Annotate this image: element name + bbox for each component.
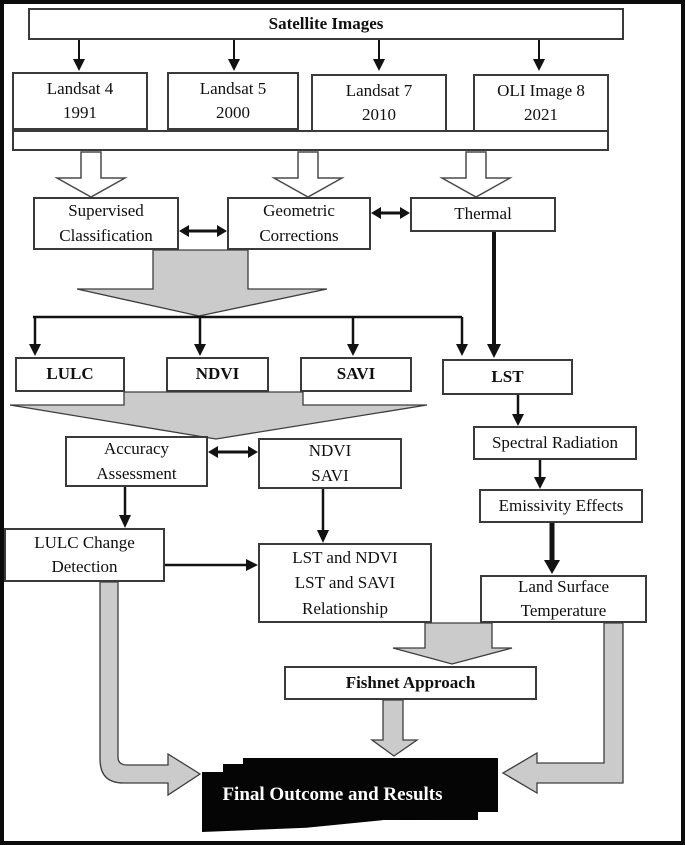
double-arrow-supervised-geometric <box>179 225 227 237</box>
double-arrow-geometric-thermal <box>371 207 410 219</box>
landsat5-name: Landsat 5 <box>199 78 267 98</box>
box-spectral-radiation: Spectral Radiation <box>473 426 637 460</box>
accuracy-line1: Accuracy <box>103 439 170 459</box>
ndvisavi-line2: SAVI <box>311 465 349 485</box>
box-fishnet-approach: Fishnet Approach <box>284 666 537 700</box>
distributor-line-arrows <box>29 315 468 356</box>
box-lst-relationship: LST and NDVI LST and SAVI Relationship <box>258 543 432 623</box>
final-outcome-label: Final Outcome and Results <box>222 784 443 805</box>
double-arrow-accuracy-ndvisavi <box>208 446 258 458</box>
box-savi: SAVI <box>300 357 412 392</box>
accuracy-line2: Assessment <box>96 463 177 483</box>
lulcchange-line1: LULC Change <box>34 532 135 552</box>
box-thermal: Thermal <box>410 197 556 232</box>
box-satellite-images-label: Satellite Images <box>268 13 384 33</box>
arrows-satellite-to-sources <box>73 40 545 71</box>
box-lulc-change-detection: LULC Change Detection <box>4 528 165 582</box>
box-satellite-images: Satellite Images <box>28 8 624 40</box>
box-landsat-4: Landsat 4 1991 <box>12 72 148 130</box>
ndvi-label: NDVI <box>195 364 240 384</box>
landsurface-line1: Land Surface <box>517 576 610 596</box>
supervised-line1: Supervised <box>68 201 144 221</box>
arrow-thermal-to-lst <box>487 232 501 358</box>
gray-arrow-fishnet-to-final <box>370 699 420 757</box>
landsat7-name: Landsat 7 <box>345 80 413 100</box>
relationship-line3: Relationship <box>302 598 388 618</box>
arrow-lulcchange-to-relationship <box>165 559 258 571</box>
gray-arrow-corrections-to-indices <box>76 249 328 317</box>
lst-label: LST <box>491 366 524 386</box>
relationship-line2: LST and SAVI <box>294 573 396 593</box>
box-supervised-classification: Supervised Classification <box>33 197 179 250</box>
gray-elbow-lulcchange-to-final <box>99 581 202 797</box>
lulc-label: LULC <box>46 364 94 384</box>
box-landsat-5: Landsat 5 2000 <box>167 72 299 130</box>
box-land-surface-temperature: Land Surface Temperature <box>480 575 647 623</box>
box-geometric-corrections: Geometric Corrections <box>227 197 371 250</box>
box-ndvi: NDVI <box>166 357 269 392</box>
hollow-block-arrows <box>54 151 513 198</box>
landsat7-year: 2010 <box>362 105 396 124</box>
box-lulc: LULC <box>15 357 125 392</box>
arrow-accuracy-to-lulcchange <box>119 487 131 528</box>
geometric-line2: Corrections <box>259 225 339 245</box>
box-accuracy-assessment: Accuracy Assessment <box>65 436 208 487</box>
thermal-label: Thermal <box>454 204 512 224</box>
supervised-line2: Classification <box>59 225 153 245</box>
arrow-spectral-to-emissivity <box>534 460 546 489</box>
box-lst: LST <box>442 359 573 395</box>
box-landsat-7: Landsat 7 2010 <box>311 74 447 132</box>
collector-bar <box>12 130 609 151</box>
spectral-label: Spectral Radiation <box>491 432 619 452</box>
arrow-lst-to-spectral <box>512 395 524 426</box>
emissivity-label: Emissivity Effects <box>498 495 624 515</box>
oli8-year: 2021 <box>524 105 558 124</box>
box-emissivity-effects: Emissivity Effects <box>479 489 643 523</box>
landsat4-name: Landsat 4 <box>46 78 114 98</box>
fishnet-label: Fishnet Approach <box>345 672 476 692</box>
lulcchange-line2: Detection <box>51 557 118 576</box>
oli8-name: OLI Image 8 <box>497 80 585 100</box>
box-ndvi-savi: NDVI SAVI <box>258 438 402 489</box>
landsat4-year: 1991 <box>63 103 97 122</box>
arrow-ndvisavi-to-relationship <box>317 489 329 543</box>
landsat5-year: 2000 <box>216 103 250 122</box>
gray-arrow-to-fishnet <box>392 622 513 665</box>
gray-arrow-indices-to-assessment <box>9 391 428 440</box>
gray-elbow-landsurface-to-final <box>501 622 624 795</box>
geometric-line1: Geometric <box>263 201 335 221</box>
arrow-emissivity-to-landsurface <box>544 523 560 574</box>
box-oli-image-8: OLI Image 8 2021 <box>473 74 609 132</box>
relationship-line1: LST and NDVI <box>292 547 398 567</box>
savi-label: SAVI <box>336 364 376 384</box>
ndvisavi-line1: NDVI <box>308 441 352 461</box>
landsurface-line2: Temperature <box>520 601 607 620</box>
